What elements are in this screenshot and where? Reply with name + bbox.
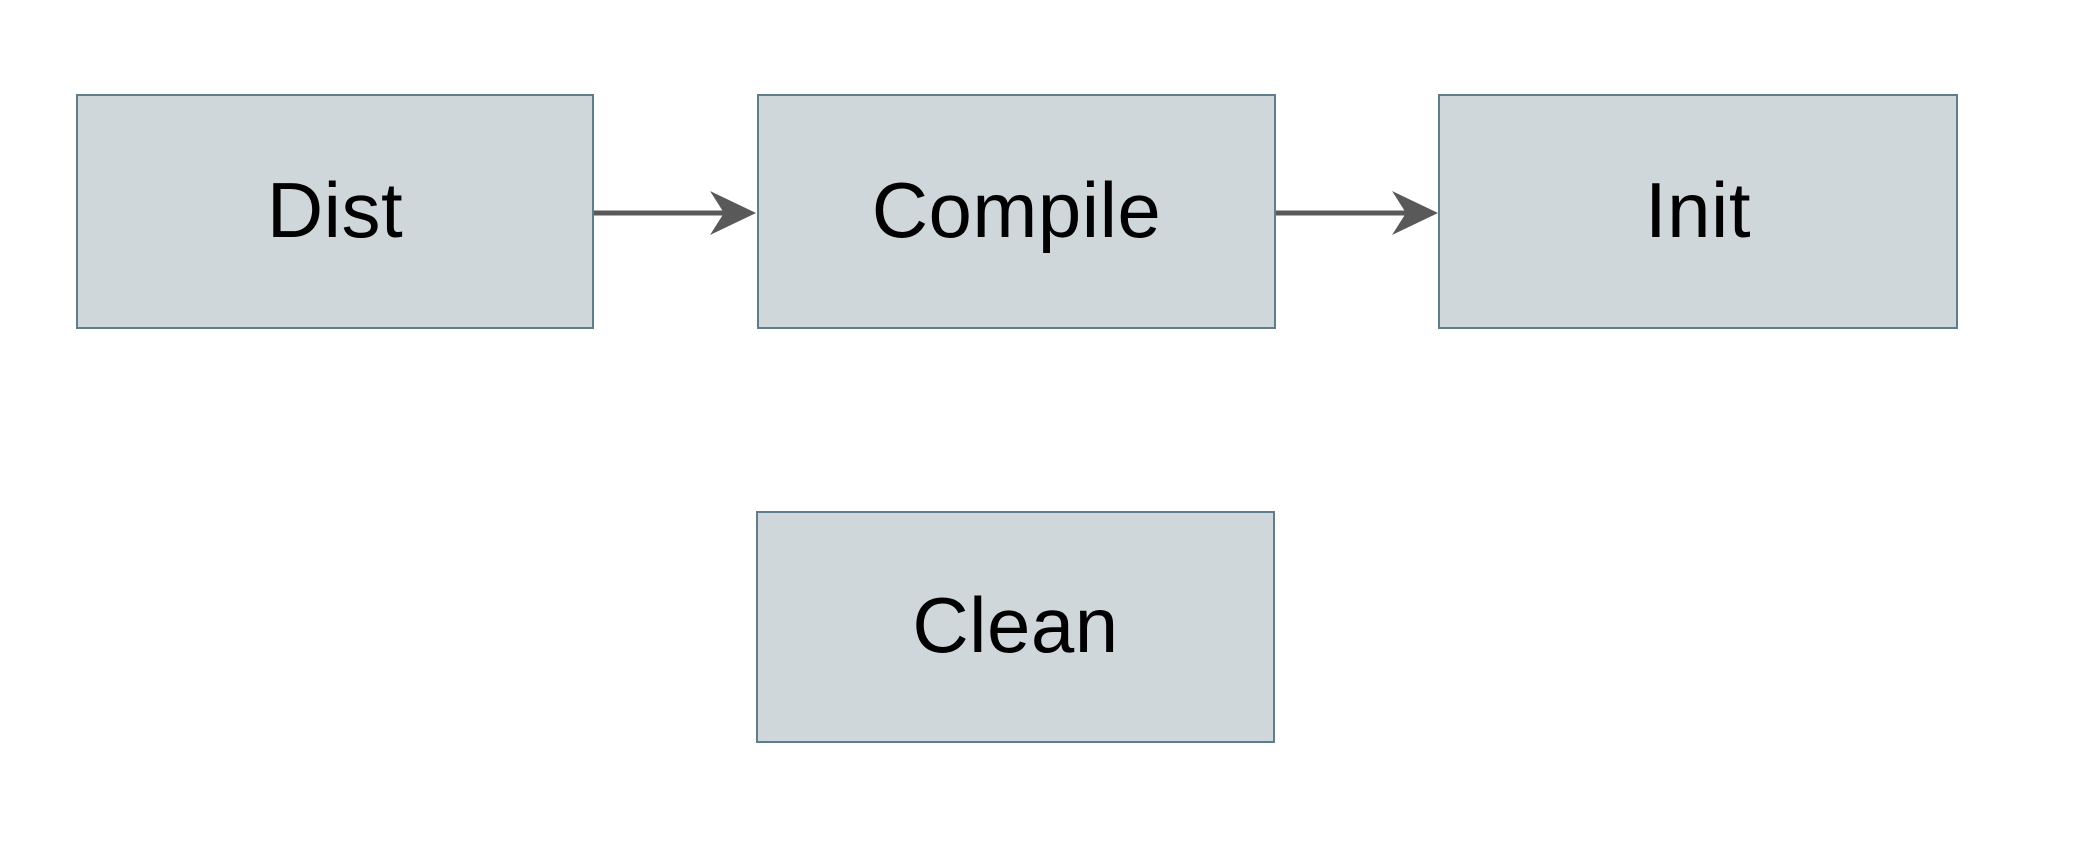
arrow-compile-to-init-icon — [1276, 191, 1438, 235]
node-compile: Compile — [757, 94, 1276, 329]
node-compile-label: Compile — [871, 165, 1162, 254]
node-dist-label: Dist — [266, 165, 404, 254]
node-clean: Clean — [756, 511, 1275, 743]
node-dist: Dist — [76, 94, 594, 329]
node-init-label: Init — [1644, 165, 1752, 254]
node-init: Init — [1438, 94, 1958, 329]
node-clean-label: Clean — [912, 581, 1119, 669]
arrow-dist-to-compile-icon — [594, 191, 756, 235]
